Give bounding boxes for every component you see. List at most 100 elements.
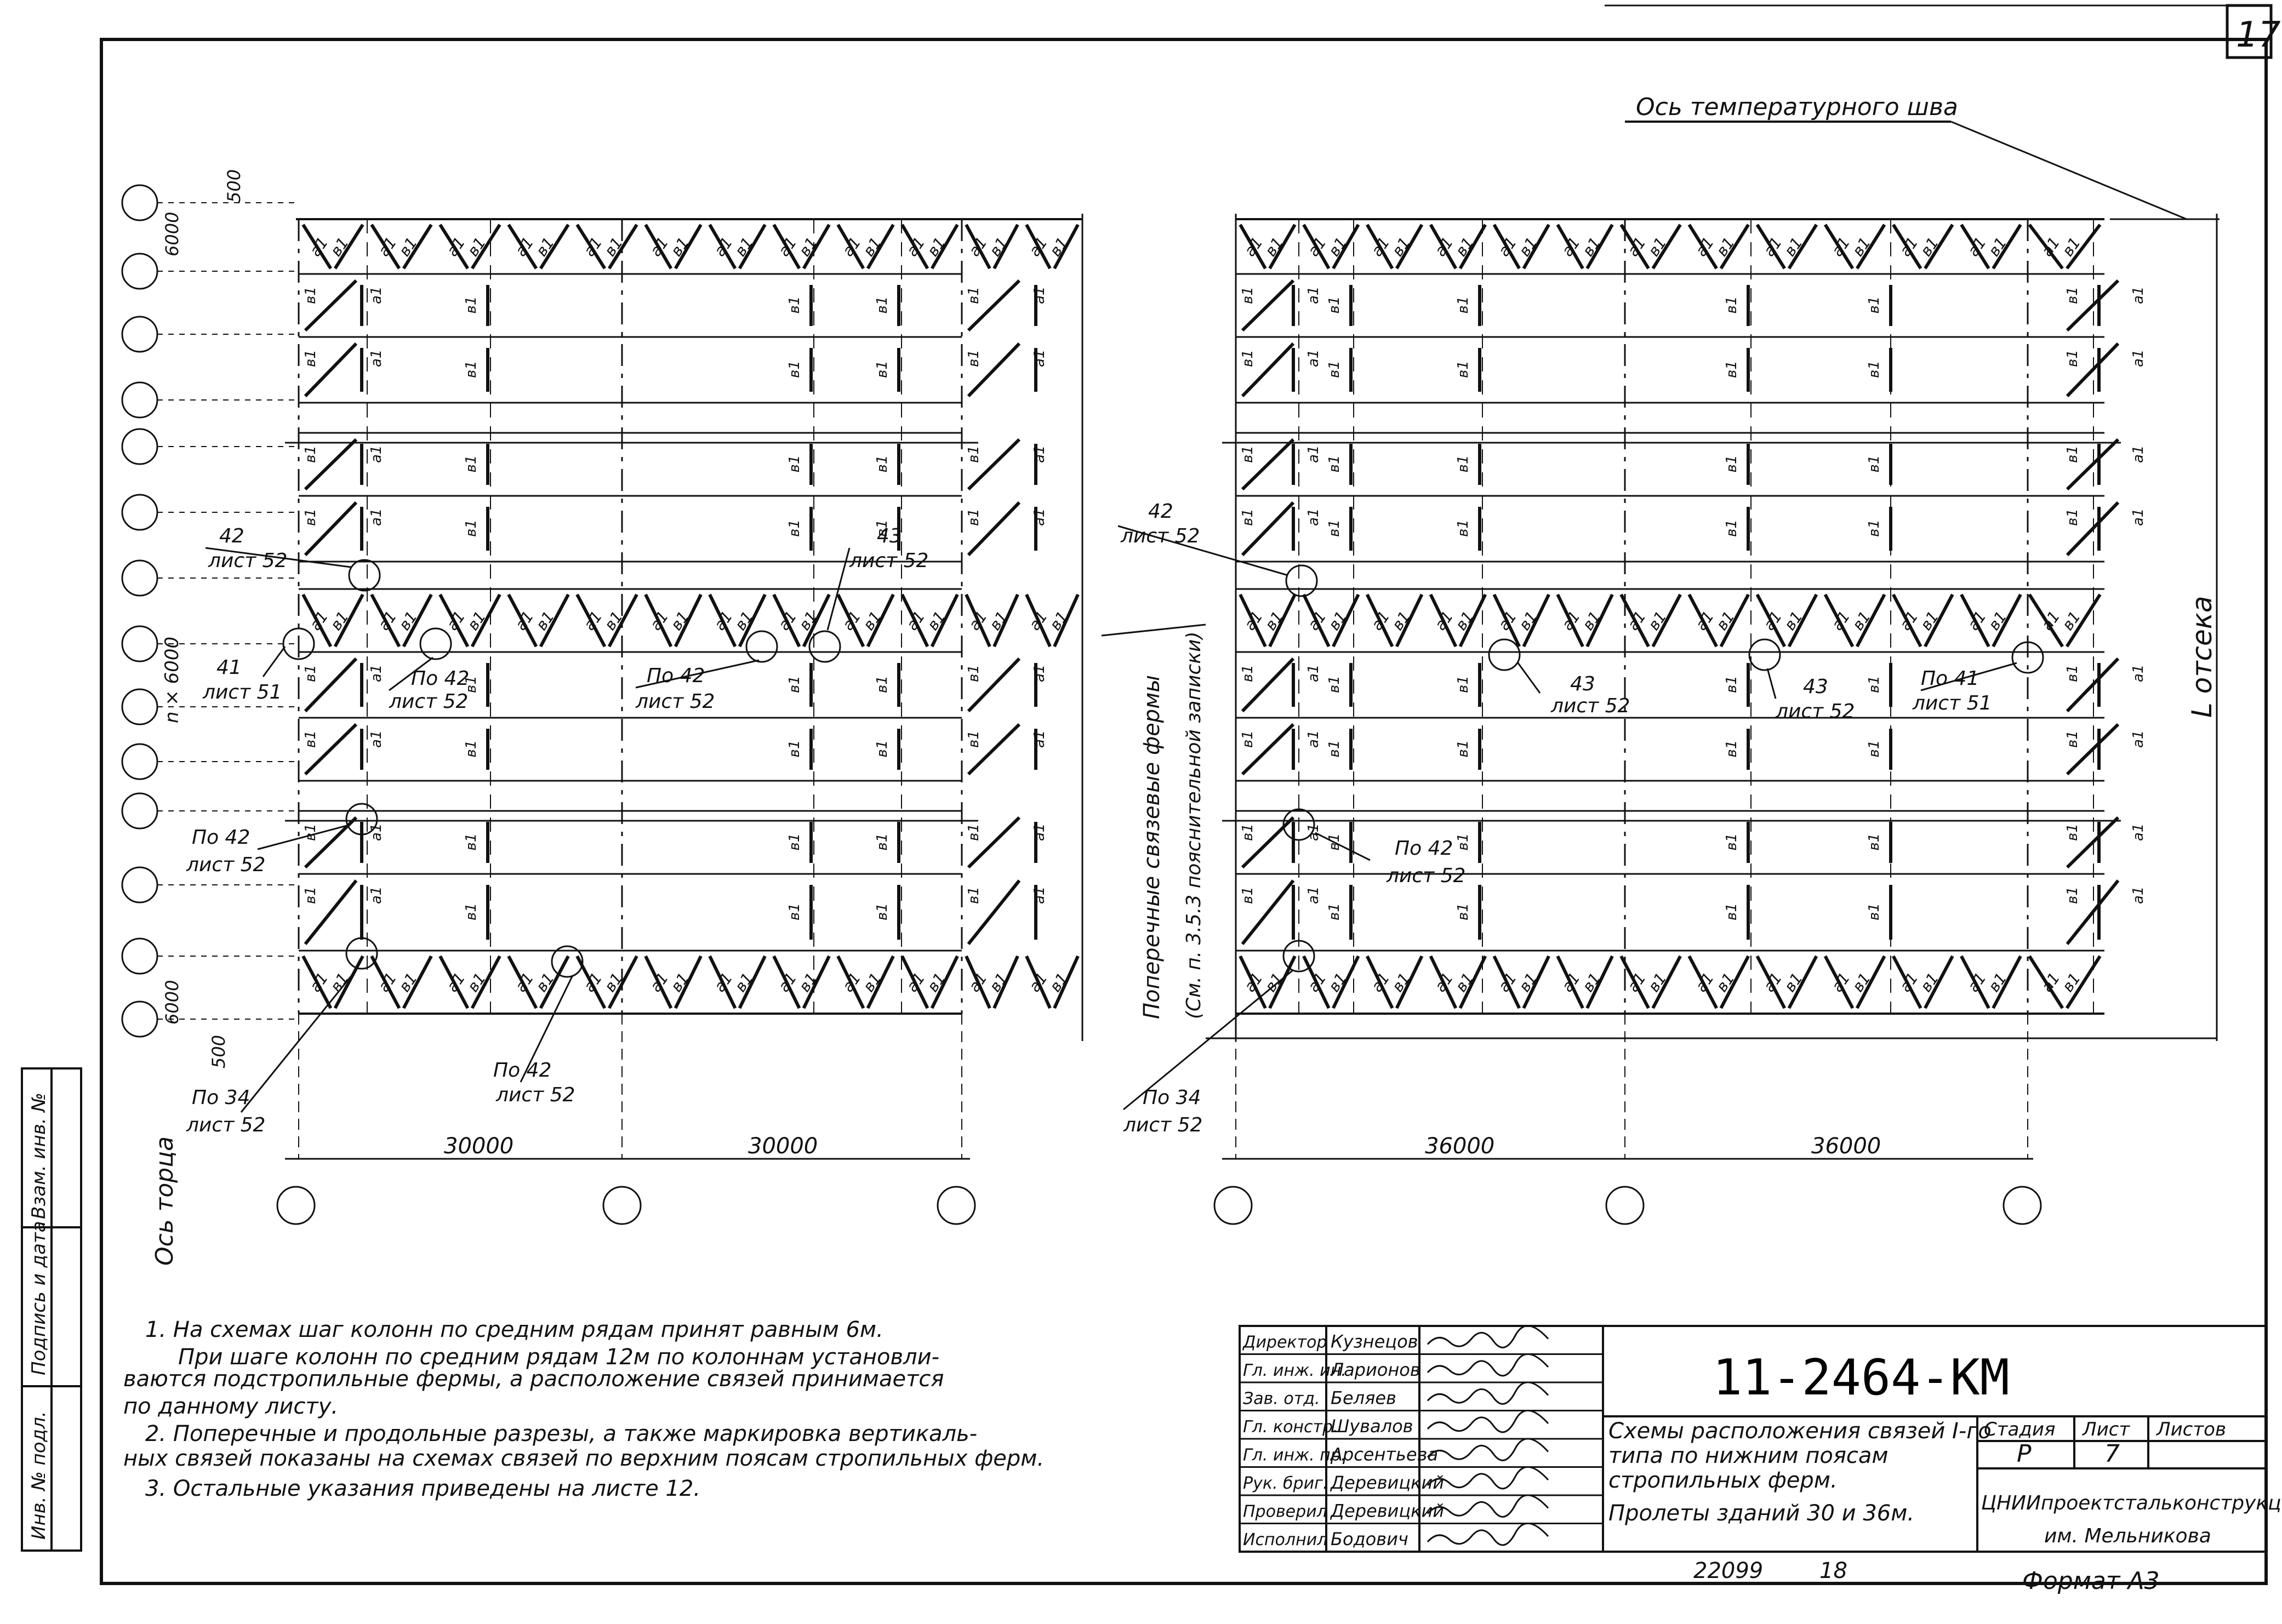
brace-diagonal — [1429, 224, 1458, 270]
brace-diagonal — [1302, 224, 1331, 270]
sheet-frame — [100, 4, 2273, 1585]
brace-mark: а1 — [580, 969, 606, 996]
dim-500-bottom: 500 — [208, 1035, 229, 1068]
vertical-brace-diagonal — [967, 816, 1021, 869]
strut-mark: в1 — [1724, 833, 1740, 851]
brace-diagonal — [470, 955, 501, 1009]
brace-diagonal — [1053, 955, 1080, 1009]
brace-mark: в1 — [1240, 508, 1256, 526]
brace-mark: а1 — [1431, 608, 1457, 634]
brace-diagonal — [1239, 955, 1267, 1009]
callout-sheet: лист 52 — [186, 854, 265, 876]
strut-mark: в1 — [1326, 519, 1343, 537]
grid-axis-bubble — [121, 559, 158, 597]
brace-mark: в1 — [1240, 445, 1256, 463]
brace-mark: а1 — [2130, 730, 2147, 748]
vertical-brace-diagonal — [967, 342, 1021, 398]
brace-mark: в1 — [1262, 608, 1287, 633]
drawing-title: Схемы расположения связей I-го типа по н… — [1608, 1419, 1992, 1526]
brace-mark: в1 — [1713, 608, 1738, 633]
signature-role: Гл. инж. ин. — [1243, 1361, 1347, 1380]
vertical-brace-diagonal — [2066, 438, 2120, 491]
brace-diagonal — [772, 955, 801, 1009]
sheets-header: Листов — [2155, 1419, 2226, 1440]
brace-mark: в1 — [1849, 234, 1874, 260]
brace-mark: в1 — [1262, 234, 1287, 260]
brace-diagonal — [539, 955, 570, 1009]
brace-diagonal — [1924, 593, 1954, 648]
signature-name: Ларионов — [1330, 1359, 1420, 1380]
transverse-note-1: Поперечные связевые фермы — [1139, 675, 1165, 1019]
brace-mark: а1 — [1558, 233, 1584, 260]
callout-num: По 42 — [411, 667, 469, 690]
brace-mark: в1 — [667, 969, 693, 995]
handwritten-signature — [1427, 1353, 1549, 1377]
grid-axis-bubble — [121, 792, 158, 830]
vertical-brace-diagonal — [304, 879, 358, 945]
brace-diagonal — [1619, 224, 1650, 270]
brace-diagonal — [1239, 224, 1267, 270]
brace-diagonal — [1458, 224, 1487, 270]
signature-role: Исполнил — [1243, 1530, 1327, 1549]
brace-mark: а1 — [710, 233, 736, 260]
strut-mark: в1 — [786, 519, 803, 537]
brace-diagonal — [866, 224, 895, 270]
callout-leader — [1117, 525, 1288, 576]
brace-diagonal — [802, 224, 831, 270]
brace-mark: в1 — [1388, 608, 1414, 633]
brace-diagonal — [1719, 955, 1750, 1009]
note-line: по данному листу. — [123, 1394, 338, 1419]
brace-mark: а1 — [306, 608, 332, 634]
callout-leader — [389, 656, 433, 691]
vertical-brace-diagonal — [2066, 279, 2120, 332]
strut-mark: в1 — [463, 455, 480, 473]
brace-mark: в1 — [303, 287, 319, 304]
stage-header: Стадия — [1984, 1419, 2055, 1440]
callout-num: 43 — [877, 525, 902, 547]
brace-mark: в1 — [1452, 608, 1477, 633]
grid-axis-bubble — [121, 381, 158, 419]
brace-mark: а1 — [1305, 445, 1322, 463]
brace-mark: а1 — [1031, 445, 1048, 463]
strut-mark: в1 — [1866, 833, 1882, 851]
vertical-brace-diagonal — [2066, 816, 2120, 869]
brace-mark: а1 — [368, 445, 385, 463]
grid-axis-bubble — [121, 316, 158, 353]
column-axis-bubble — [276, 1186, 316, 1225]
callout-sheet: лист 52 — [1775, 700, 1855, 723]
brace-mark: а1 — [368, 665, 385, 682]
brace-diagonal — [674, 224, 703, 270]
callout-num: По 42 — [1395, 837, 1453, 860]
brace-mark: в1 — [1985, 234, 2011, 260]
callout-sheet: лист 52 — [635, 690, 715, 713]
brace-mark: а1 — [443, 969, 469, 996]
brace-mark: а1 — [1025, 233, 1051, 260]
signature-name: Бодович — [1331, 1529, 1408, 1549]
strut-mark: в1 — [1866, 519, 1882, 537]
brace-mark: а1 — [1305, 665, 1322, 682]
brace-diagonal — [438, 224, 470, 270]
grid-axis-bubble — [121, 688, 158, 725]
brace-mark: а1 — [1031, 887, 1048, 904]
brace-diagonal — [2028, 593, 2064, 648]
brace-mark: а1 — [1760, 608, 1785, 634]
brace-diagonal — [1302, 955, 1331, 1009]
brace-mark: а1 — [1896, 969, 1921, 996]
strut-mark: в1 — [1866, 676, 1882, 693]
brace-mark: а1 — [1025, 969, 1051, 996]
brace-mark: в1 — [923, 608, 949, 633]
brace-mark: а1 — [1241, 233, 1266, 260]
node-callout-circle — [1285, 564, 1318, 597]
brace-mark: а1 — [774, 608, 800, 634]
brace-diagonal — [575, 224, 607, 270]
brace-mark: в1 — [1985, 608, 2011, 633]
archive-number: 22099 — [1693, 1558, 1763, 1583]
brace-mark: в1 — [464, 608, 489, 633]
handwritten-signature — [1427, 1325, 1549, 1348]
brace-mark: а1 — [774, 233, 800, 260]
brace-diagonal — [1924, 955, 1954, 1009]
brace-mark: а1 — [1304, 969, 1330, 996]
brace-mark: в1 — [1781, 608, 1806, 633]
brace-mark: а1 — [374, 608, 400, 634]
